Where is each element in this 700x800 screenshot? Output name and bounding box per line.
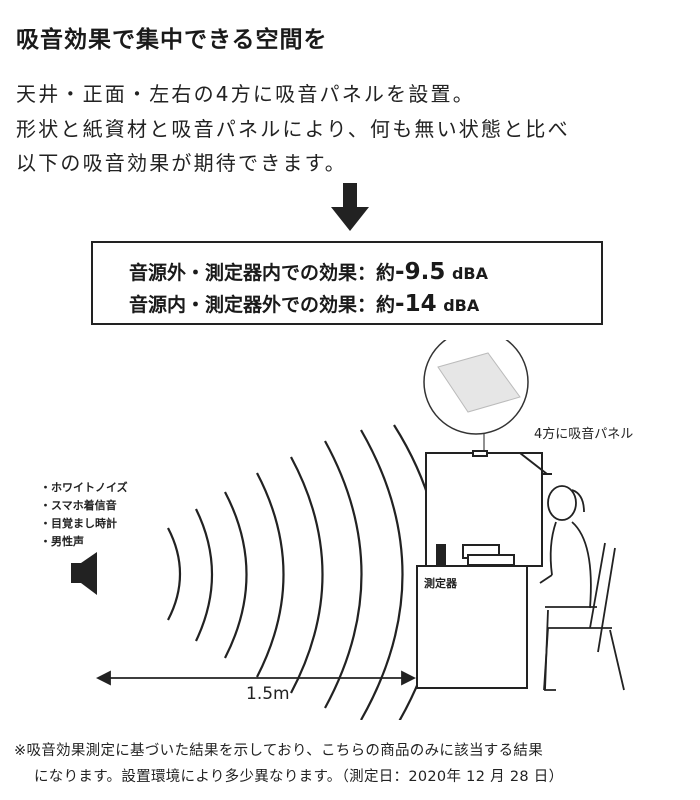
- result-label: 音源外・測定器内での効果：: [129, 262, 377, 284]
- result-unit: dBA: [451, 264, 488, 283]
- sound-source-item: ・ホワイトノイズ: [40, 481, 128, 494]
- sound-source-item: ・目覚まし時計: [40, 517, 117, 530]
- footnote-line-1: ※吸音効果測定に基づいた結果を示しており、こちらの商品のみに該当する結果: [14, 743, 543, 759]
- result-approx: 約: [376, 262, 396, 284]
- description-line-2: 形状と紙資材と吸音パネルにより、何も無い状態と比べ: [16, 117, 570, 141]
- sound-source-item: ・男性声: [40, 535, 84, 548]
- result-value: -9.5: [395, 259, 446, 285]
- booth: [425, 450, 552, 567]
- speaker-icon: [71, 552, 97, 595]
- footnote-line-2: になります。設置環境により多少異なります。（測定日：2020年 12 月 28 …: [34, 769, 564, 785]
- results-box: 音源外・測定器内での効果：約-9.5 dBA 音源内・測定器外での効果：約-14…: [91, 241, 603, 325]
- distance-label: 1.5m: [246, 684, 290, 704]
- result-unit: dBA: [443, 296, 480, 315]
- person-figure: [539, 485, 597, 691]
- illustration: [71, 340, 625, 720]
- result-label: 音源内・測定器外での効果：: [129, 294, 377, 316]
- panel-label: 4方に吸音パネル: [534, 427, 634, 442]
- chair-figure: [543, 542, 625, 691]
- desk: [416, 565, 528, 689]
- panel-sample: [423, 340, 529, 505]
- sound-waves: [167, 424, 442, 720]
- distance-arrow: [95, 670, 417, 686]
- result-approx: 約: [376, 294, 396, 316]
- sound-source-item: ・スマホ着信音: [40, 499, 117, 512]
- sound-source-list: ・ホワイトノイズ ・スマホ着信音 ・目覚まし時計 ・男性声: [40, 479, 128, 551]
- down-arrow-icon: [331, 183, 369, 231]
- result-outside-source: 音源外・測定器内での効果：約-9.5 dBA: [129, 258, 488, 285]
- description-line-3: 以下の吸音効果が期待できます。: [16, 151, 347, 175]
- page-title: 吸音効果で集中できる空間を: [16, 27, 328, 53]
- result-value: -14: [395, 291, 437, 317]
- device-label: 測定器: [424, 577, 457, 590]
- description-line-1: 天井・正面・左右の4方に吸音パネルを設置。: [16, 82, 475, 106]
- result-inside-source: 音源内・測定器外での効果：約-14 dBA: [129, 290, 479, 317]
